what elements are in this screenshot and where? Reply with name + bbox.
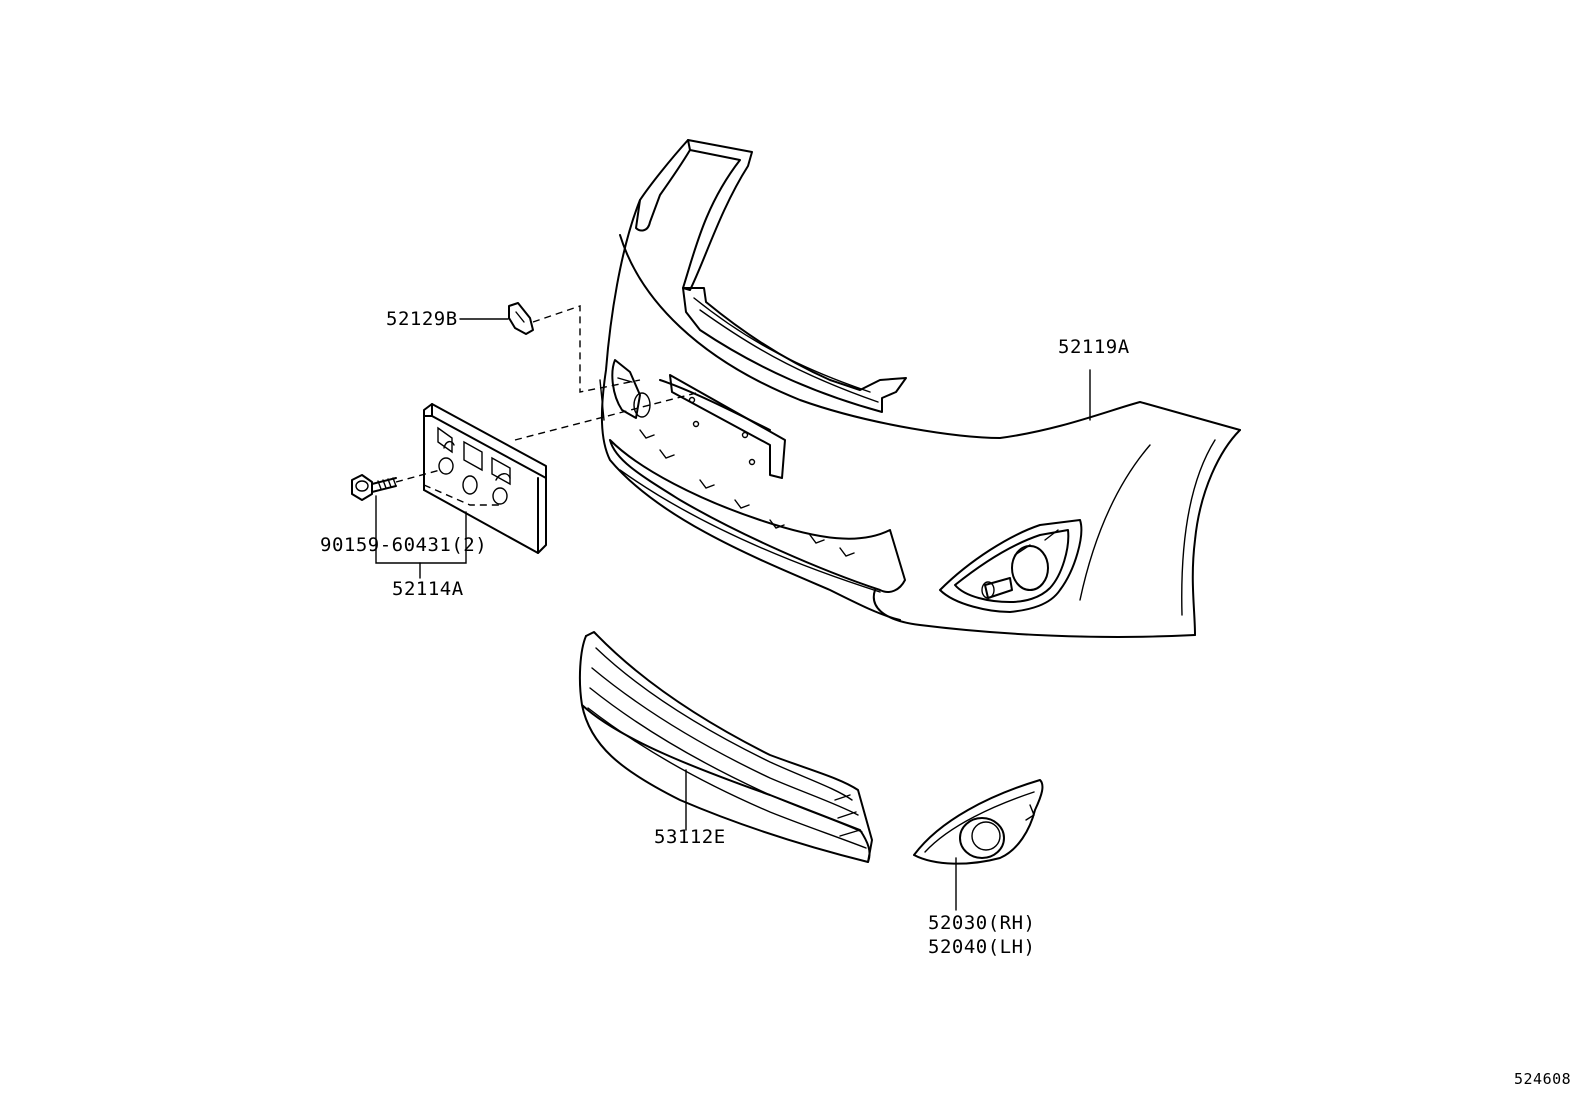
- label-52030-rh: 52030(RH): [928, 912, 1036, 934]
- label-90159-60431: 90159-60431(2): [320, 534, 488, 556]
- label-52119a: 52119A: [1058, 336, 1130, 358]
- label-52040-lh: 52040(LH): [928, 936, 1036, 958]
- reinforcement-clip[interactable]: [508, 302, 534, 335]
- label-52114a: 52114A: [392, 578, 464, 600]
- assembly-lines: [395, 305, 701, 506]
- label-52129b: 52129B: [386, 308, 458, 330]
- front-bumper-cover[interactable]: [599, 139, 1241, 638]
- illustration-number: 524608: [1514, 1070, 1572, 1088]
- license-plate-bracket[interactable]: [423, 403, 547, 554]
- fog-lamp-cover[interactable]: [913, 779, 1044, 865]
- lower-grille[interactable]: [578, 631, 873, 863]
- leader-lines: [375, 318, 1091, 911]
- label-53112e: 53112E: [654, 826, 726, 848]
- bracket-screw[interactable]: [351, 474, 397, 501]
